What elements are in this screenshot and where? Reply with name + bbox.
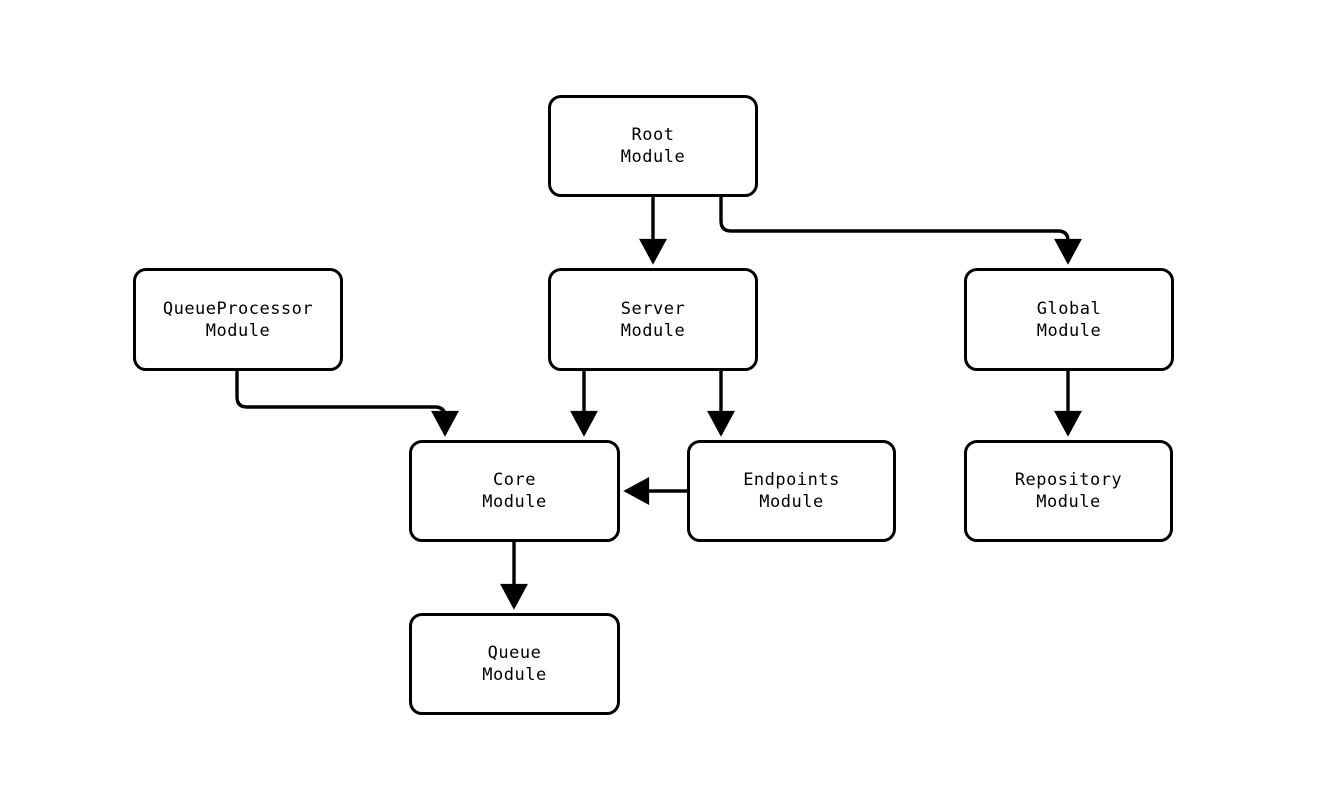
node-queueprocessor-title: QueueProcessor — [162, 298, 314, 319]
node-core-subtitle: Module — [482, 492, 547, 512]
node-queue[interactable]: Queue Module — [409, 613, 620, 715]
node-root-subtitle: Module — [620, 147, 686, 167]
node-root[interactable]: Root Module — [548, 95, 758, 197]
node-endpoints-title: Endpoints — [743, 470, 840, 490]
node-queueprocessor[interactable]: QueueProcessor Module — [133, 268, 343, 371]
node-endpoints-subtitle: Module — [759, 492, 824, 512]
node-server-subtitle: Module — [620, 320, 686, 341]
node-queue-title: Queue — [487, 643, 542, 663]
node-repository-subtitle: Module — [1036, 492, 1101, 512]
node-repository-title: Repository — [1014, 470, 1123, 490]
node-global[interactable]: Global Module — [964, 268, 1174, 371]
node-repository[interactable]: Repository Module — [964, 440, 1173, 542]
node-global-title: Global — [1036, 298, 1102, 319]
node-core[interactable]: Core Module — [409, 440, 620, 542]
edge-queueprocessor-to-core — [235, 371, 459, 437]
node-queueprocessor-subtitle: Module — [205, 320, 271, 341]
node-root-title: Root — [631, 125, 675, 145]
node-global-subtitle: Module — [1036, 320, 1102, 341]
node-core-title: Core — [493, 470, 536, 490]
node-server[interactable]: Server Module — [548, 268, 758, 371]
node-queue-subtitle: Module — [482, 665, 547, 685]
edge-root-to-global — [719, 197, 1082, 265]
node-endpoints[interactable]: Endpoints Module — [687, 440, 896, 542]
node-server-title: Server — [620, 298, 686, 319]
